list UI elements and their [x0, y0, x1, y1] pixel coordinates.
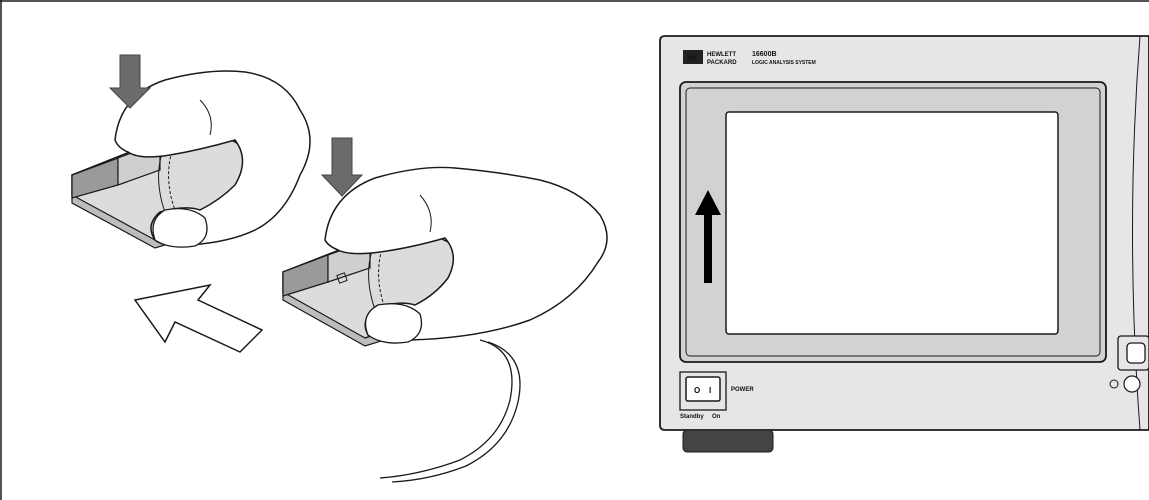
mouse-right-logo-mark	[336, 272, 348, 284]
indicator-icon	[1109, 379, 1119, 389]
mouse-cable-inner	[391, 341, 521, 483]
outline-arrow-icon	[133, 283, 264, 353]
mouse-right-illustration	[282, 137, 608, 483]
switch-on-glyph: I	[709, 386, 711, 395]
mouse-left-illustration	[71, 54, 311, 249]
model-number: 16600B	[752, 51, 777, 58]
display-screen	[725, 111, 1059, 335]
display-bezel-inner	[685, 87, 1101, 357]
hand-left-knuckle	[199, 99, 212, 136]
hand-left-thumb	[152, 207, 208, 248]
model-subtitle: LOGIC ANALYSIS SYSTEM	[752, 60, 816, 66]
mouse-cable	[379, 339, 513, 479]
down-arrow-icon	[108, 54, 152, 109]
hand-right-knuckle	[419, 194, 432, 233]
standby-label: Standby	[680, 414, 704, 420]
indicator-lamp	[1123, 375, 1141, 393]
hp-logo-text: hp	[687, 53, 697, 62]
hand-right-thumb	[364, 303, 423, 344]
brand-line1: HEWLETT	[707, 52, 736, 58]
side-knob[interactable]	[1126, 342, 1146, 364]
instrument-foot	[682, 429, 774, 453]
power-switch[interactable]	[685, 376, 721, 402]
power-label: POWER	[731, 387, 754, 393]
switch-off-glyph: O	[694, 386, 700, 395]
on-label: On	[712, 414, 721, 420]
hp-logo-icon	[683, 50, 703, 64]
up-arrow-icon	[695, 190, 721, 283]
logic-analyzer-instrument: hp HEWLETT PACKARD 16600B LOGIC ANALYSIS…	[659, 35, 1149, 453]
brand-line2: PACKARD	[707, 60, 737, 66]
down-arrow-icon	[320, 137, 364, 197]
